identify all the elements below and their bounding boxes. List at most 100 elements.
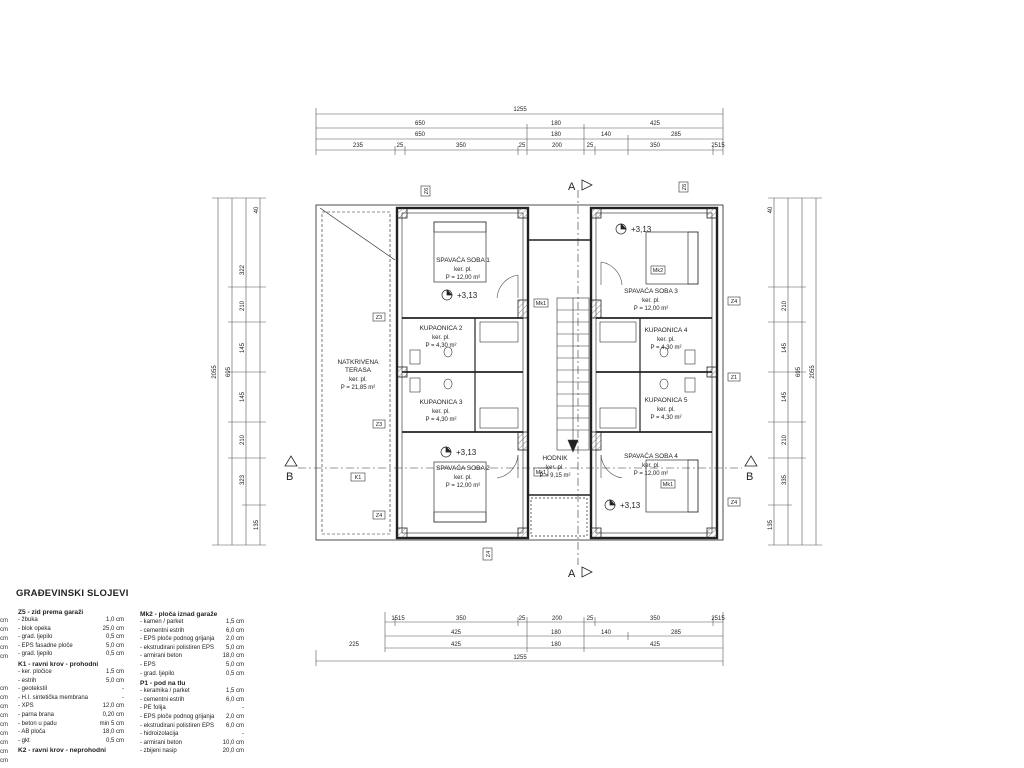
- layer-row: - blok opeka 25,0 cm: [18, 625, 124, 634]
- dim-label: 140: [601, 630, 612, 636]
- layer-material: - XPS: [18, 703, 34, 710]
- dim-label: 145: [240, 342, 246, 353]
- dim-label: 135: [768, 519, 774, 530]
- dim-label: 180: [551, 132, 562, 138]
- left-dimension-labels: 2055 695 322 210 145 145 210 323 135 40: [212, 206, 260, 530]
- room-floor: ker. pl.: [349, 377, 367, 383]
- right-dimension-labels: 2055 695 210 145 145 210 335 135 40: [768, 206, 816, 530]
- room-name: KUPAONICA 5: [645, 397, 688, 404]
- tag-label: Z4: [486, 551, 492, 557]
- tag-label: Mk1: [536, 470, 546, 476]
- dim-label: 25: [519, 616, 526, 622]
- layer-thickness: 6,0 cm: [225, 696, 244, 703]
- layer-thickness: 6,0 cm: [225, 722, 244, 729]
- dim-label: 25: [587, 143, 594, 149]
- room-floor: ker. pl.: [432, 409, 450, 415]
- layer-material: - PE folija: [140, 705, 166, 712]
- layer-material: - grad. ljepilo: [18, 634, 53, 641]
- layer-material: - grad. ljepilo: [140, 670, 175, 677]
- layer-row: - cementni estrih 6,0 cm: [140, 696, 244, 705]
- room-area: P = 12,00 m²: [446, 275, 480, 281]
- layer-thickness: 5,0 cm: [225, 661, 244, 668]
- room-area: P = 12,00 m²: [634, 306, 668, 312]
- level-label: +3,13: [620, 501, 641, 510]
- layer-heading: K2 - ravni krov - neprohodni: [18, 747, 106, 755]
- layer-thickness: 0,5 cm: [105, 651, 124, 658]
- layer-thickness: -: [122, 686, 124, 693]
- edge-unit: cm: [0, 722, 8, 728]
- tag-label: Z3: [376, 422, 382, 428]
- section-mark-a: A: [568, 181, 576, 193]
- layer-material: - ker. pločice: [18, 668, 52, 675]
- tag-label: Z4: [731, 500, 737, 506]
- dim-label: 40: [768, 206, 774, 213]
- layer-row: - grad. ljepilo 0,5 cm: [140, 670, 244, 679]
- room-floor: ker. pl.: [432, 335, 450, 341]
- section-markers: A A B B: [284, 179, 758, 580]
- room-name: KUPAONICA 3: [420, 399, 463, 406]
- tag-label: Mk1: [536, 301, 546, 307]
- dim-label: 210: [240, 434, 246, 445]
- layer-thickness: 12,0 cm: [102, 703, 124, 710]
- dim-label: 323: [240, 474, 246, 485]
- layer-material: - blok opeka: [18, 625, 51, 632]
- dim-label: 350: [456, 616, 467, 622]
- room-floor: ker. pl.: [454, 267, 472, 273]
- layer-thickness: 10,0 cm: [222, 739, 244, 746]
- layer-thickness: 25,0 cm: [102, 625, 124, 632]
- tag-label: Z1: [731, 375, 737, 381]
- layer-material: - cementni estrih: [140, 696, 185, 703]
- tag-label: Z6: [682, 184, 688, 190]
- dim-label: 285: [671, 630, 682, 636]
- room-area: P = 21,85 m²: [341, 385, 375, 391]
- dim-label: 210: [240, 300, 246, 311]
- dim-label: 135: [254, 519, 260, 530]
- room-floor: ker. pl.: [657, 407, 675, 413]
- room-name: NATKRIVENA: [337, 359, 379, 366]
- layer-material: - žbuka: [18, 617, 38, 623]
- edge-unit: cm: [0, 731, 8, 737]
- layer-thickness: 1,5 cm: [225, 688, 244, 695]
- room-name: KUPAONICA 4: [645, 327, 688, 334]
- dim-label: 180: [551, 121, 562, 127]
- edge-unit: cm: [0, 713, 8, 719]
- room-name: HODNIK: [542, 455, 568, 462]
- edge-unit: cm: [0, 758, 8, 764]
- edge-unit: cm: [0, 740, 8, 746]
- dim-label: 140: [601, 132, 612, 138]
- room-area: P = 4,30 m²: [650, 415, 681, 421]
- dim-label: 1255: [513, 107, 527, 113]
- layer-thickness: 0,5 cm: [225, 670, 244, 677]
- layer-material: - hidroizolacija: [140, 731, 179, 738]
- dim-label: 25: [397, 143, 404, 149]
- layer-row: - XPS 12,0 cm: [18, 702, 124, 711]
- layer-thickness: 2,0 cm: [225, 713, 244, 720]
- layer-heading: P1 - pod na tlu: [140, 680, 186, 688]
- bathroom-fixtures: [409, 321, 696, 429]
- layer-thickness: 5,0 cm: [105, 677, 124, 684]
- dim-label: 25: [519, 143, 526, 149]
- dim-label: 2055: [810, 365, 816, 379]
- dim-label: 1255: [513, 655, 527, 661]
- bed-furniture: [433, 221, 699, 523]
- legend-column-2: Mk2 - ploča iznad garaže - kamen / parke…: [140, 609, 244, 756]
- dim-label: 350: [650, 616, 661, 622]
- layer-thickness: 1,5 cm: [105, 668, 124, 675]
- right-dimensions: [768, 197, 822, 546]
- layer-thickness: 1,0 cm: [105, 617, 124, 623]
- staircase: [556, 297, 590, 453]
- dim-label: 695: [226, 366, 232, 377]
- layer-thickness: -: [242, 705, 244, 712]
- dim-label: 350: [650, 143, 661, 149]
- room-floor: ker. pl.: [642, 463, 660, 469]
- room-name: SPAVAĆA SOBA 2: [436, 463, 490, 472]
